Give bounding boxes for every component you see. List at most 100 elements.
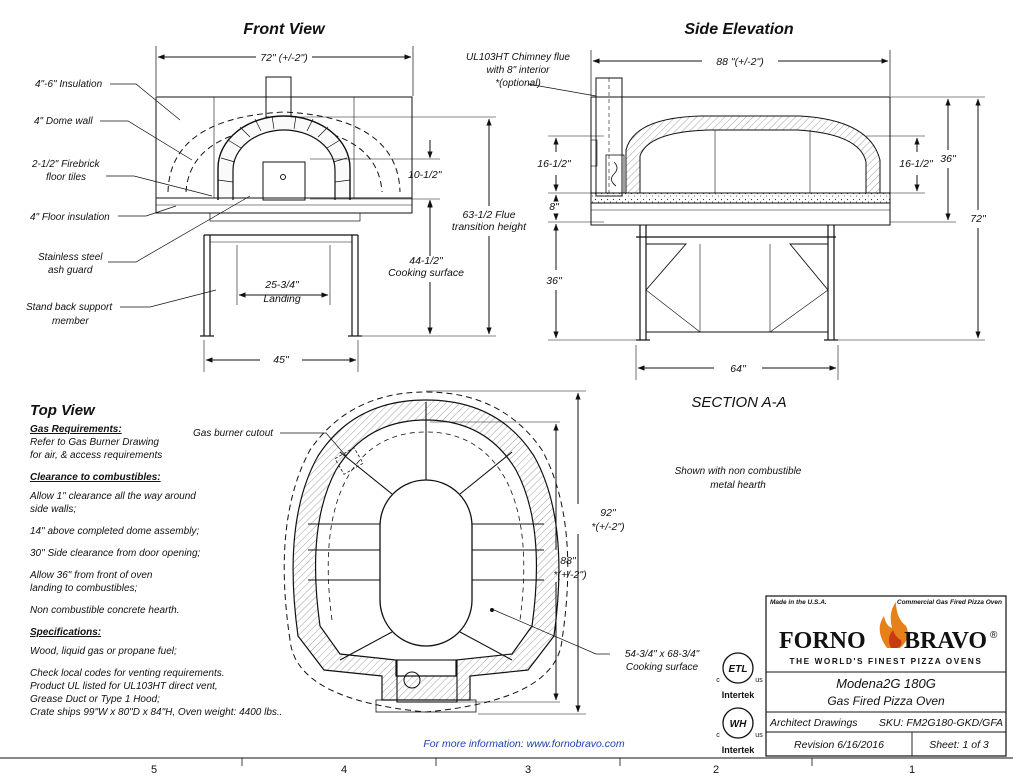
stand-depth-dimension: 64"	[730, 363, 747, 375]
front-view: 72" (+/-2")	[26, 46, 527, 372]
side-elevation: 88 "(+/-2")	[466, 50, 987, 380]
registered-mark: ®	[990, 630, 998, 641]
etl-c: c	[716, 677, 720, 684]
wh-intertek: Intertek	[722, 745, 756, 755]
brand-forno: FORNO	[779, 628, 866, 654]
flame-icon	[879, 602, 908, 648]
spec-line: Grease Duct or Type 1 Hood;	[30, 694, 160, 705]
gas-requirements-heading: Gas Requirements:	[30, 424, 122, 435]
spec-line: Product UL listed for UL103HT direct ven…	[30, 681, 218, 692]
flue-height-dimension: 63-1/2 Flue	[462, 209, 515, 221]
side-36-dimension: 36"	[940, 153, 957, 165]
hearth-note-2: metal hearth	[710, 480, 766, 491]
specifications-heading: Specifications:	[30, 627, 102, 638]
clearance-line: side walls;	[30, 504, 77, 515]
zone-strip: 5 4 3 2 1	[0, 757, 1013, 776]
front-view-title: Front View	[243, 21, 326, 38]
landing-dimension: 25-3/4"	[264, 279, 300, 291]
etl-intertek: Intertek	[722, 690, 756, 700]
commercial-label: Commercial Gas Fired Pizza Oven	[897, 599, 1002, 606]
cooking-surface-label: Cooking surface	[626, 662, 699, 673]
stand-support-label-2: member	[52, 316, 89, 327]
top-view: Gas burner cutout 92" *(+/-2") 88" *(+/-…	[193, 390, 700, 715]
burner-cutout-label: Gas burner cutout	[193, 428, 274, 439]
wh-mark: WH	[730, 719, 747, 730]
wh-certification: WH c us Intertek	[716, 707, 763, 755]
title-block: Made in the U.S.A. Commercial Gas Fired …	[765, 595, 1007, 757]
brand-tagline: THE WORLD'S FINEST PIZZA OVENS	[790, 657, 983, 666]
side-left-16-dimension: 16-1/2"	[537, 158, 572, 170]
chimney-label: UL103HT Chimney flue	[466, 52, 570, 63]
clearance-item: 14" above completed dome assembly;	[30, 525, 300, 538]
firebrick-label: 2-1/2" Firebrick	[31, 159, 100, 170]
wh-us: us	[755, 732, 763, 739]
section-title: SECTION A-A	[691, 394, 786, 411]
gas-requirements-text: Refer to Gas Burner Drawing for air, & a…	[30, 436, 300, 462]
top-92-dimension: 92"	[600, 507, 617, 519]
top-92-tolerance: *(+/-2")	[591, 521, 624, 533]
spec-line: Wood, liquid gas or propane fuel;	[30, 646, 177, 657]
clearance-line: Allow 1" clearance all the way around	[30, 491, 196, 502]
top-88-tolerance: *(+/-2")	[553, 569, 586, 581]
model-subtitle: Gas Fired Pizza Oven	[827, 694, 945, 708]
floor-insulation-label: 4" Floor insulation	[30, 212, 110, 223]
dome-wall-label: 4" Dome wall	[34, 116, 93, 127]
brand-bravo: BRAVO	[904, 628, 987, 654]
front-stand	[200, 234, 362, 337]
clearance-line: 30" Side clearance from door opening;	[30, 548, 201, 559]
side-stand	[636, 225, 838, 341]
side-stand-height-dimension: 36"	[546, 275, 563, 287]
ash-guard-label: Stainless steel	[38, 252, 103, 263]
zone-4: 4	[341, 764, 347, 776]
side-base-slab	[590, 202, 891, 226]
side-depth-dimension: 88 "(+/-2")	[716, 56, 763, 68]
chimney-label-3: *(optional)	[495, 78, 541, 89]
drawing-type: Architect Drawings	[769, 717, 858, 729]
hearth-note: Shown with non combustible	[675, 466, 802, 477]
cooking-surface-dimension: 54-3/4" x 68-3/4"	[625, 649, 700, 660]
firebrick-label-2: floor tiles	[46, 172, 86, 183]
zone-5: 5	[151, 764, 157, 776]
cooking-height-dimension: 44-1/2"	[409, 255, 444, 267]
clearance-line: landing to combustibles;	[30, 583, 138, 594]
ash-guard-label-2: ash guard	[48, 265, 93, 276]
zone-3: 3	[525, 764, 531, 776]
gas-text-line: Refer to Gas Burner Drawing	[30, 437, 159, 448]
clearance-line: 14" above completed dome assembly;	[30, 526, 200, 537]
gas-text-line: for air, & access requirements	[30, 450, 163, 461]
stand-support-label: Stand back support	[26, 302, 113, 313]
clearance-heading: Clearance to combustibles:	[30, 472, 161, 483]
website-link[interactable]: For more information: www.fornobravo.com	[423, 738, 625, 750]
spec-line: Check local codes for venting requiremen…	[30, 668, 225, 679]
top-88-dimension: 88"	[560, 555, 577, 567]
model-name: Modena2G 180G	[836, 676, 936, 691]
wh-c: c	[716, 732, 720, 739]
side-8-dimension: 8"	[549, 201, 560, 213]
front-width-dimension: 72" (+/-2")	[260, 52, 307, 64]
stand-width-dimension: 45"	[273, 354, 290, 366]
clearance-item: Allow 1" clearance all the way around si…	[30, 490, 300, 516]
side-elevation-title: Side Elevation	[684, 21, 794, 38]
sku: SKU: FM2G180-GKD/GFA	[879, 717, 1003, 729]
door-height-dimension: 10-1/2"	[408, 169, 443, 181]
cooking-height-label: Cooking surface	[388, 267, 464, 279]
zone-2: 2	[713, 764, 719, 776]
zone-1: 1	[909, 764, 915, 776]
insulation-label: 4"-6" Insulation	[35, 79, 103, 90]
clearance-item: Non combustible concrete hearth.	[30, 604, 300, 617]
notes-panel: Top View Gas Requirements: Refer to Gas …	[30, 403, 300, 719]
etl-certification: ETL c us Intertek	[716, 652, 763, 700]
side-hearth	[590, 192, 891, 204]
etl-us: us	[755, 677, 763, 684]
front-oven-door	[262, 161, 306, 201]
spec-line: Crate ships 99"W x 80"D x 84"H, Oven wei…	[30, 707, 283, 718]
revision: Revision 6/16/2016	[794, 739, 884, 751]
etl-mark: ETL	[729, 664, 748, 675]
clearance-item: 30" Side clearance from door opening;	[30, 547, 300, 560]
clearance-line: Non combustible concrete hearth.	[30, 605, 180, 616]
chimney-label-2: with 8" interior	[486, 65, 550, 76]
clearance-item: Allow 36" from front of oven landing to …	[30, 569, 300, 595]
made-in-usa: Made in the U.S.A.	[770, 599, 827, 606]
spec-item: Check local codes for venting requiremen…	[30, 667, 300, 719]
spec-item: Wood, liquid gas or propane fuel;	[30, 645, 300, 658]
